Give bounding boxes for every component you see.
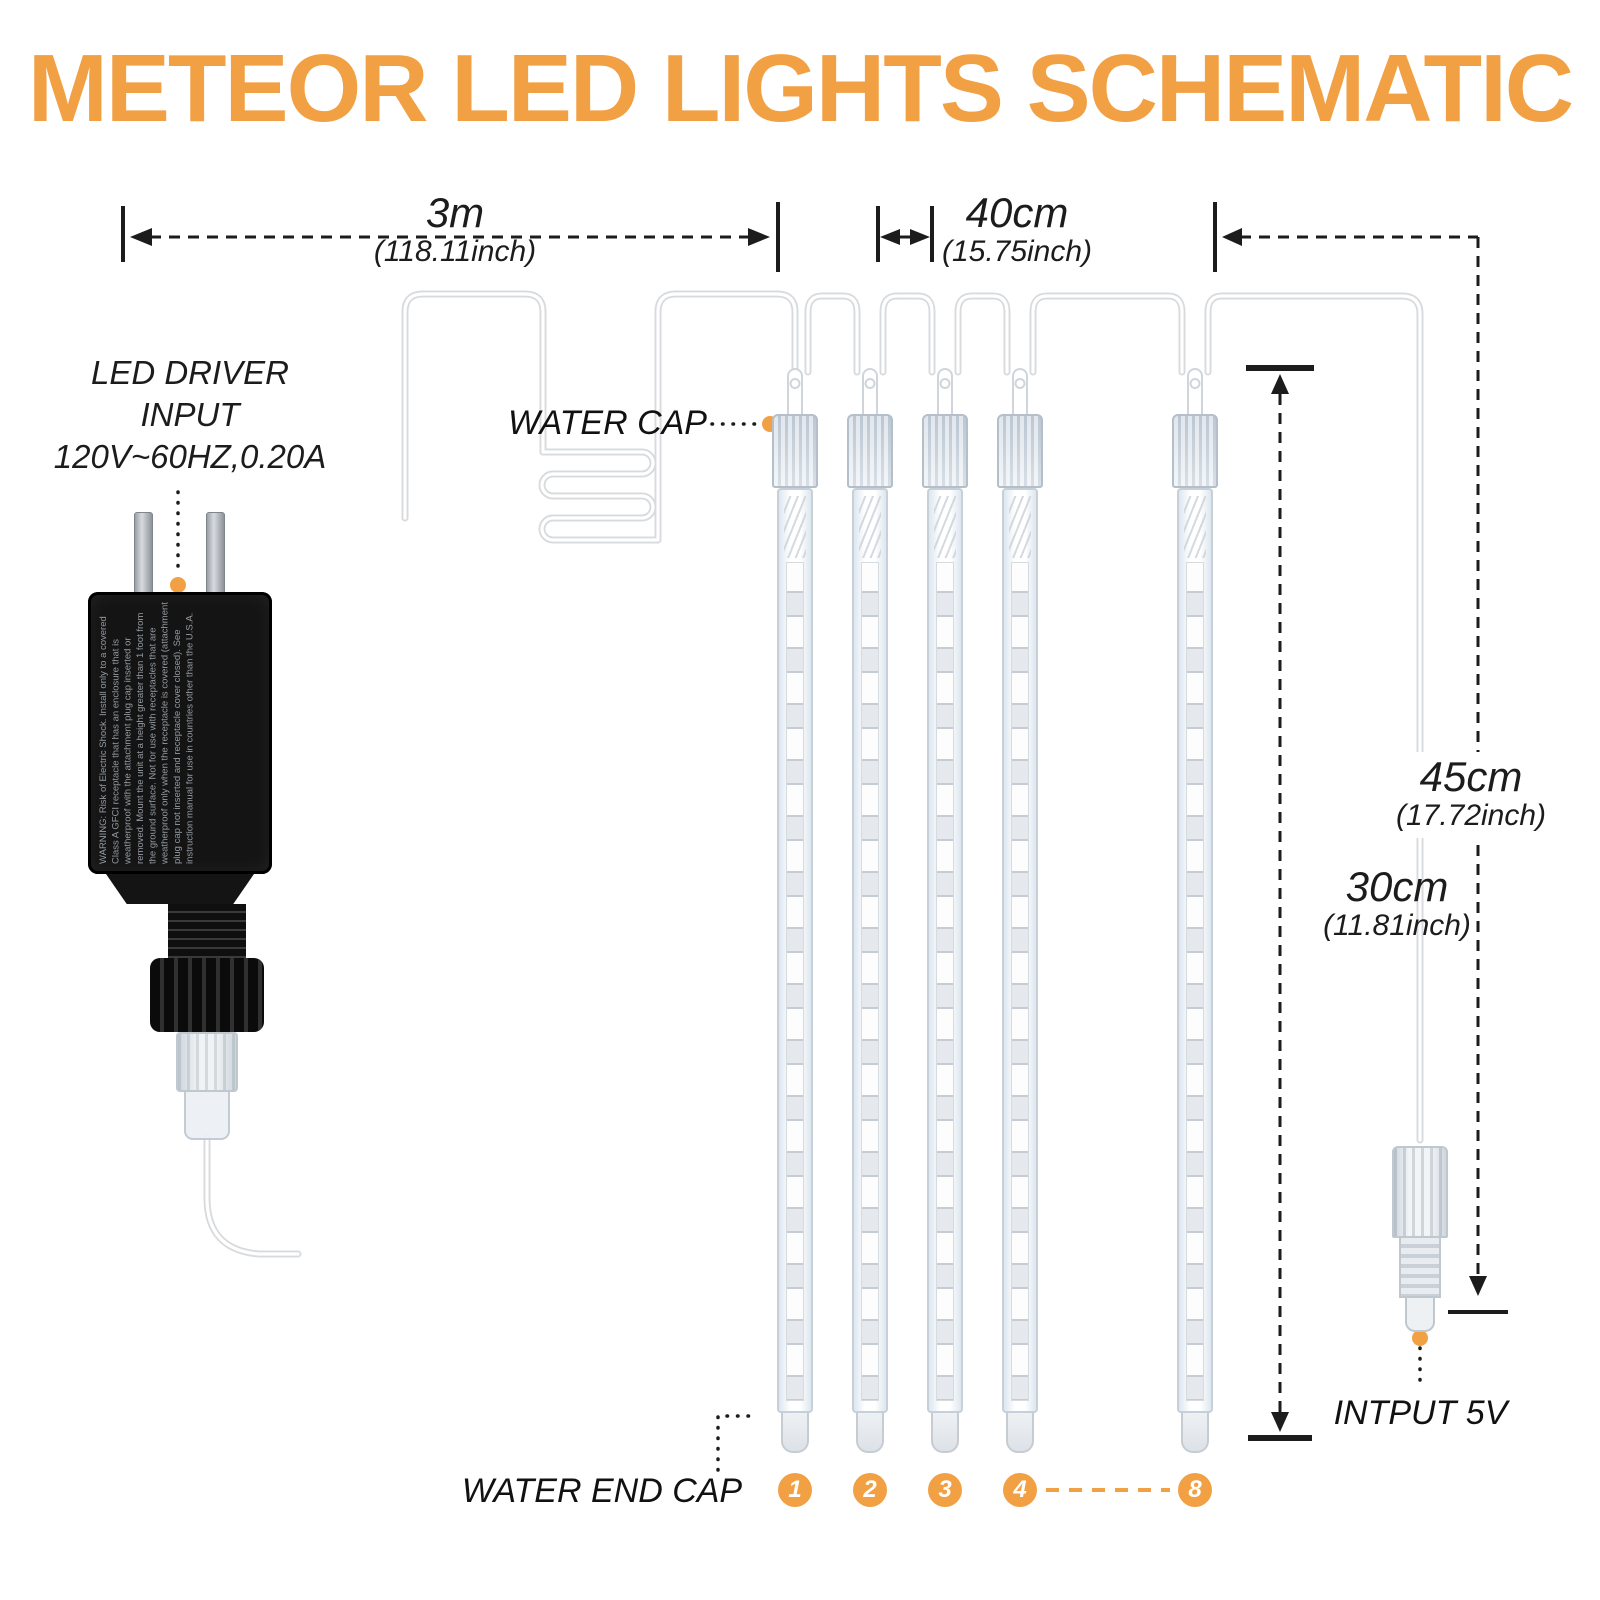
led-driver-line3: 120V~60HZ,0.20A (53, 438, 327, 475)
dimension-40cm-label: 40cm (15.75inch) (862, 192, 1172, 270)
dimension-ticks (121, 202, 1508, 1314)
meteor-tube-2 (847, 368, 893, 1453)
dimension-3m-value: 3m (425, 189, 485, 236)
tube-water-end-cap (1006, 1413, 1034, 1453)
tube-inner-wires (1184, 496, 1206, 558)
tube-water-end-cap (931, 1413, 959, 1453)
input-5v-label: INTPUT 5V (1333, 1394, 1508, 1432)
led-driver-line2: INPUT (140, 396, 240, 433)
tube-hanging-hook (1187, 368, 1203, 414)
tube-water-cap (1172, 414, 1218, 488)
meteor-tube-1 (772, 368, 818, 1453)
adapter-shoulder (106, 874, 254, 904)
tube-inner-wires (1009, 496, 1031, 558)
tube-body (1002, 488, 1038, 1413)
dimension-30cm-value: 30cm (1345, 863, 1449, 910)
tube-body (852, 488, 888, 1413)
adapter-warning-text: WARNING: Risk of Electric Shock. Install… (98, 602, 196, 864)
tube-hanging-hook (937, 368, 953, 414)
tube-led-strip (936, 562, 954, 1401)
tube-water-end-cap (781, 1413, 809, 1453)
connector-threaded-section (1399, 1238, 1441, 1298)
dimension-3m-inches: (118.11inch) (373, 235, 537, 268)
tube-water-end-cap (1181, 1413, 1209, 1453)
page-title: METEOR LED LIGHTS SCHEMATIC (27, 35, 1574, 142)
tube-number-4: 4 (1003, 1473, 1037, 1507)
input-5v-connector (1392, 1146, 1448, 1332)
dimension-ticks-30cm (1246, 365, 1314, 1441)
tube-hanging-hook (1012, 368, 1028, 414)
adapter-warning-panel: WARNING: Risk of Electric Shock. Install… (98, 602, 262, 864)
connector-tip (1405, 1298, 1435, 1332)
led-driver-label: LED DRIVER INPUT 120V~60HZ,0.20A (35, 352, 345, 478)
tube-number-1: 1 (778, 1473, 812, 1507)
meteor-tube-8 (1172, 368, 1218, 1453)
tube-body (777, 488, 813, 1413)
connector-ridged-section (1392, 1146, 1448, 1238)
tube-water-cap (922, 414, 968, 488)
tube-inner-wires (859, 496, 881, 558)
tube-led-strip (861, 562, 879, 1401)
tube-body (1177, 488, 1213, 1413)
dimension-30cm-inches: (11.81inch) (1323, 909, 1471, 942)
tube-led-strip (1011, 562, 1029, 1401)
tube-number-3: 3 (928, 1473, 962, 1507)
dimension-arrowheads (130, 228, 1487, 1432)
adapter-lock-nut (150, 958, 264, 1032)
meteor-tube-3 (922, 368, 968, 1453)
tube-hanging-hook (787, 368, 803, 414)
plug-prong-right (206, 512, 225, 598)
tube-led-strip (786, 562, 804, 1401)
plug-prong-left (134, 512, 153, 598)
power-adapter-body (88, 592, 272, 874)
water-cap-label: WATER CAP (508, 404, 707, 442)
dimension-40cm-inches: (15.75inch) (941, 235, 1093, 268)
adapter-threaded-neck (168, 904, 246, 958)
dimension-3m-label: 3m (118.11inch) (300, 192, 610, 270)
led-driver-line1: LED DRIVER (90, 354, 290, 391)
tube-number-2: 2 (853, 1473, 887, 1507)
tube-body (927, 488, 963, 1413)
dimension-30cm-label: 30cm (11.81inch) (1292, 866, 1502, 944)
tube-water-end-cap (856, 1413, 884, 1453)
tube-hanging-hook (862, 368, 878, 414)
dimension-45cm-label: 45cm (17.72inch) (1356, 752, 1586, 838)
tube-water-cap (772, 414, 818, 488)
tube-water-cap (847, 414, 893, 488)
tube-inner-wires (934, 496, 956, 558)
tube-inner-wires (784, 496, 806, 558)
adapter-clear-connector (176, 1032, 238, 1092)
dimension-45cm-value: 45cm (1419, 753, 1523, 800)
callout-leader-dots (176, 422, 1422, 1472)
adapter-clear-connector-tip (184, 1092, 230, 1140)
water-end-cap-label: WATER END CAP (461, 1472, 743, 1510)
tube-water-cap (997, 414, 1043, 488)
dimension-40cm-value: 40cm (965, 189, 1069, 236)
dimension-45cm-inches: (17.72inch) (1395, 799, 1547, 832)
meteor-tube-4 (997, 368, 1043, 1453)
tube-led-strip (1186, 562, 1204, 1401)
tube-number-8: 8 (1178, 1473, 1212, 1507)
